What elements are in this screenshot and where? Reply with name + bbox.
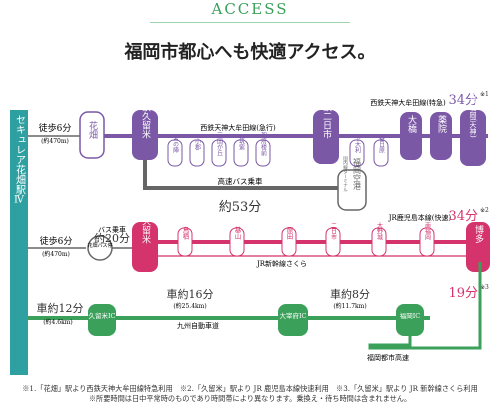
- ic-dazaifu: [278, 304, 308, 336]
- ic-dazaifu-label: 大宰府IC: [279, 311, 306, 320]
- ic-fukuoka: [396, 304, 424, 336]
- jr-stop-1: [177, 227, 193, 257]
- jr-line-label: JR鹿児島本線(快速): [388, 213, 452, 222]
- jr-stop-1-label: 鳥栖: [181, 225, 189, 241]
- jr-shinkansen-label: JR新幹線さくら: [256, 259, 307, 268]
- jr-stop-2: [229, 227, 245, 257]
- nishitetsu-note: ※1: [480, 91, 489, 98]
- jr-stop-4-label: 二日市: [330, 222, 337, 241]
- station-futsukaichi: [313, 110, 339, 164]
- station-tenjin-label: 西鉄福岡(天神): [469, 90, 477, 138]
- ic-kurume: [88, 304, 116, 336]
- station-hakata: [466, 222, 490, 272]
- station-hakata-label: 博多: [473, 224, 484, 244]
- airport-label: 福岡空港: [353, 158, 362, 191]
- expressway-1: 九州自動車道: [177, 321, 219, 330]
- highway-bus-time: 約53分: [219, 200, 262, 215]
- header-rule: [150, 22, 350, 23]
- station-tenjin: [460, 110, 486, 166]
- bus-stop-label: 花畑バス停: [87, 242, 112, 249]
- highway-bus-label: 高速バス乗車: [218, 176, 263, 186]
- jr-stop-6-label: 南福岡: [424, 221, 431, 241]
- stop-1: [167, 139, 183, 167]
- car-seg3: 車約8分: [330, 287, 370, 301]
- station-jr-kurume-label: 久留米: [140, 215, 151, 244]
- stop-2-label: 小郡: [194, 137, 201, 151]
- nishitetsu-time: 34分: [448, 93, 478, 108]
- bus-ride-label: バス乗車: [98, 225, 126, 234]
- jr-stops: 鳥栖 基山 原田 二日市 大野城 南福岡: [177, 221, 435, 257]
- stop-2: [189, 139, 205, 167]
- urban-expressway-track: [368, 262, 482, 350]
- station-yakuin-label: 薬院: [436, 114, 447, 134]
- jr-shinkansen-time: 19分: [448, 286, 478, 301]
- station-nishitetsu-kurume: [132, 110, 158, 160]
- stop-5: [255, 139, 271, 167]
- jr-stop-2-label: 基山: [233, 225, 241, 241]
- stop-1-label: 宮の陣: [172, 134, 179, 154]
- jr-stop-3-label: 原田: [285, 226, 293, 241]
- car-seg2: 車約16分: [167, 287, 214, 301]
- nishitetsu-stops: 宮の陣 小郡 三国が丘 筑紫 都府楼前 下大利 春日原: [167, 131, 389, 167]
- walk1-sub: (約470m): [41, 137, 69, 145]
- station-hanabata-label: 花畑: [87, 120, 98, 139]
- station-yakuin: [430, 112, 452, 160]
- station-futsukaichi-label: 西鉄二日市: [321, 93, 332, 139]
- stop-4: [233, 139, 249, 167]
- station-ohashi-label: 大橋: [406, 114, 417, 134]
- car-label: 車約12分: [37, 301, 84, 315]
- header-en: ACCESS: [211, 0, 289, 18]
- stop-4-label: 筑紫: [238, 137, 245, 150]
- footnote-1: ※1.「花畑」駅より西鉄天神大牟田線特急利用 ※2.「久留米」駅より JR 鹿児…: [22, 384, 478, 393]
- stop-3: [211, 139, 227, 167]
- jr-time: 34分: [448, 209, 478, 224]
- stop-3-label: 三国が丘: [216, 132, 223, 156]
- stop-5-label: 都府楼前: [260, 131, 267, 157]
- station-airport: [337, 169, 367, 211]
- station-nishitetsu-kurume-label: 西鉄久留米: [140, 93, 151, 139]
- stop-7-label: 春日原: [378, 134, 385, 153]
- station-hanabata: [79, 111, 105, 159]
- jr-stop-5-label: 大野城: [376, 221, 383, 241]
- footnote-2: ※所要時間は日中平常時のものであり時間帯により異なります。乗換え・待ち時間は含ま…: [88, 394, 412, 403]
- ic-kurume-label: 久留米IC: [88, 311, 115, 320]
- car-seg2-sub: (約25.4km): [173, 302, 206, 310]
- walk2-label: 徒歩6分: [40, 235, 73, 247]
- jr-stop-6: [419, 227, 435, 257]
- origin-label: セキュレア花畑駅Ⅳ: [12, 114, 25, 205]
- ic-fukuoka-label: 福岡IC: [400, 311, 421, 320]
- stop-6: [349, 139, 365, 167]
- car-label-sub: (約4.6km): [43, 318, 73, 326]
- jr-stop-3: [281, 227, 297, 257]
- jr-note2: ※2: [480, 207, 489, 214]
- nishitetsu-top-line-label: 西鉄天神大牟田線(特急): [370, 98, 446, 107]
- station-ohashi: [400, 112, 422, 160]
- page-title: 福岡市都心へも快適アクセス。: [124, 42, 376, 63]
- jr-stop-5: [371, 227, 387, 257]
- jr-note3: ※3: [480, 284, 489, 291]
- stop-7: [373, 139, 389, 167]
- bus-ride-value: 約20分: [94, 231, 130, 245]
- airport-note: 国内線ターミナル: [343, 156, 348, 193]
- walk2-sub: (約470m): [42, 250, 70, 258]
- stop-6-label: 下大利: [354, 135, 361, 153]
- highway-bus-track: [143, 160, 338, 190]
- walk1-label: 徒歩6分: [39, 122, 72, 134]
- origin-bar: [10, 110, 28, 375]
- station-jr-kurume: [132, 222, 158, 272]
- nishitetsu-mid-line-label: 西鉄天神大牟田線(急行): [200, 123, 276, 132]
- expressway-2: 福岡都市高速: [367, 353, 409, 362]
- jr-stop-4: [325, 227, 341, 257]
- car-seg3-sub: (約11.7km): [333, 302, 366, 310]
